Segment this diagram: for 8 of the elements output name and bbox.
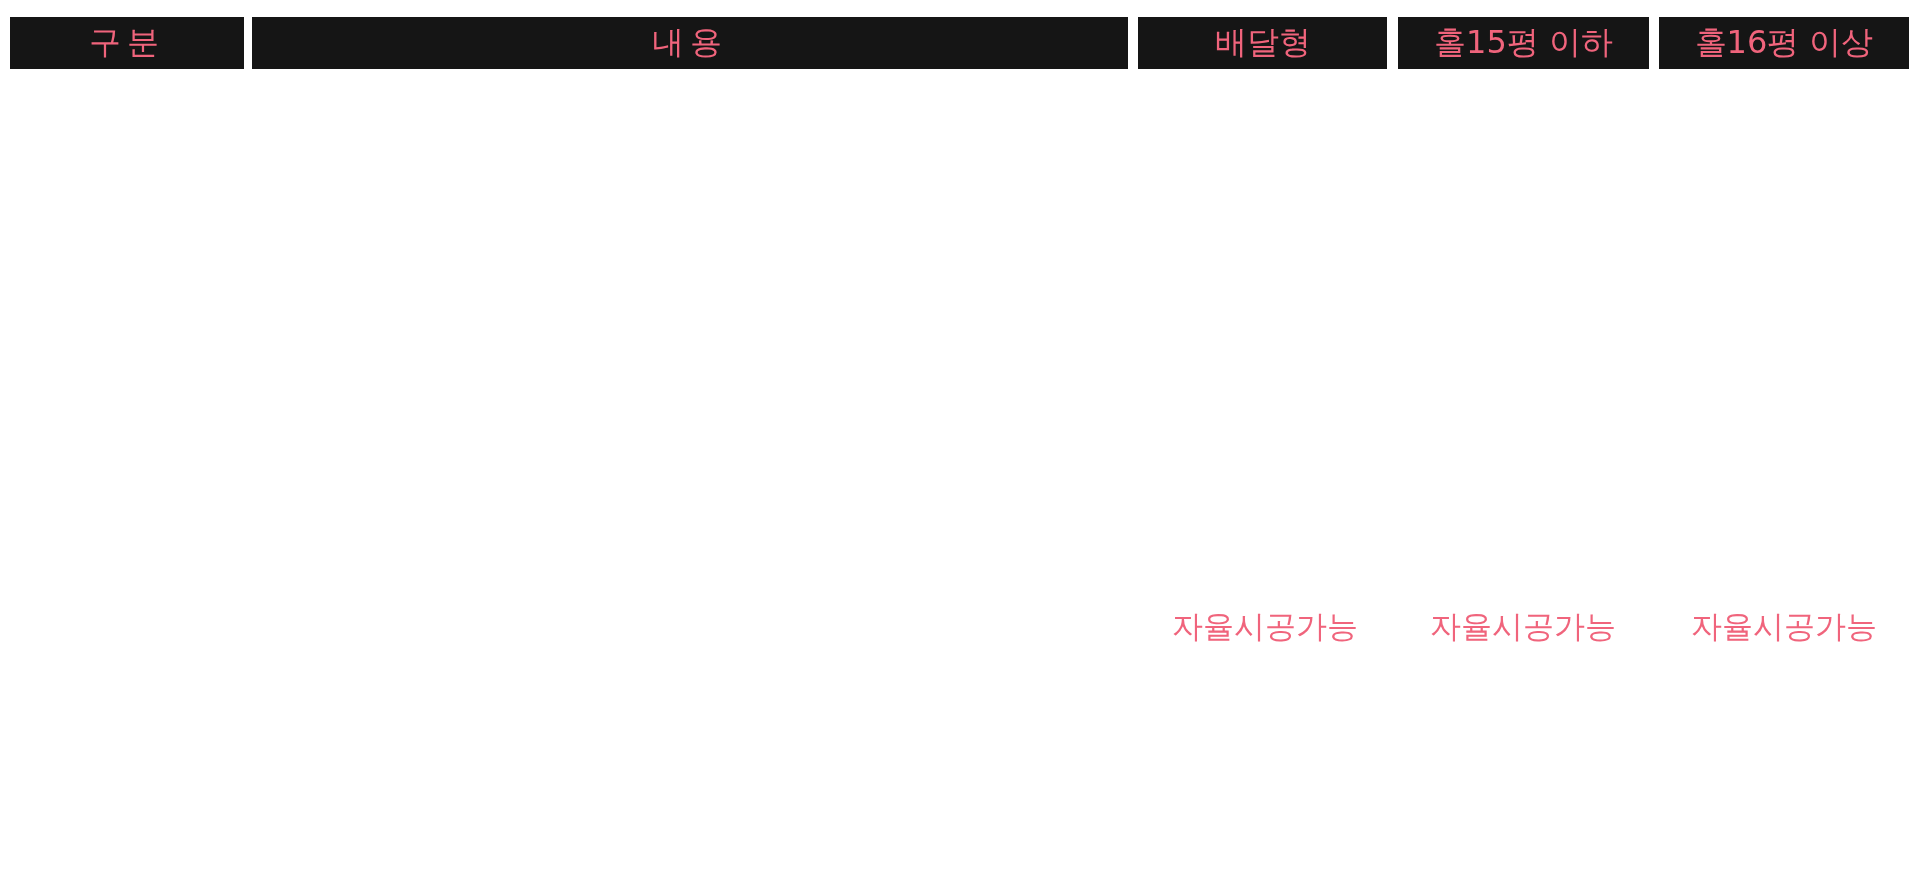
header-cell: 내용 bbox=[252, 17, 1128, 69]
header-cell: 배달형 bbox=[1138, 17, 1387, 69]
cell-text: 자율시공가능 bbox=[1172, 607, 1358, 646]
header-cell: 홀16평 이상 bbox=[1659, 17, 1909, 69]
header-cell: 구분 bbox=[10, 17, 244, 69]
cell-text: 자율시공가능 bbox=[1430, 607, 1616, 646]
header-cell: 홀15평 이하 bbox=[1398, 17, 1649, 69]
cell-text: 자율시공가능 bbox=[1691, 607, 1877, 646]
